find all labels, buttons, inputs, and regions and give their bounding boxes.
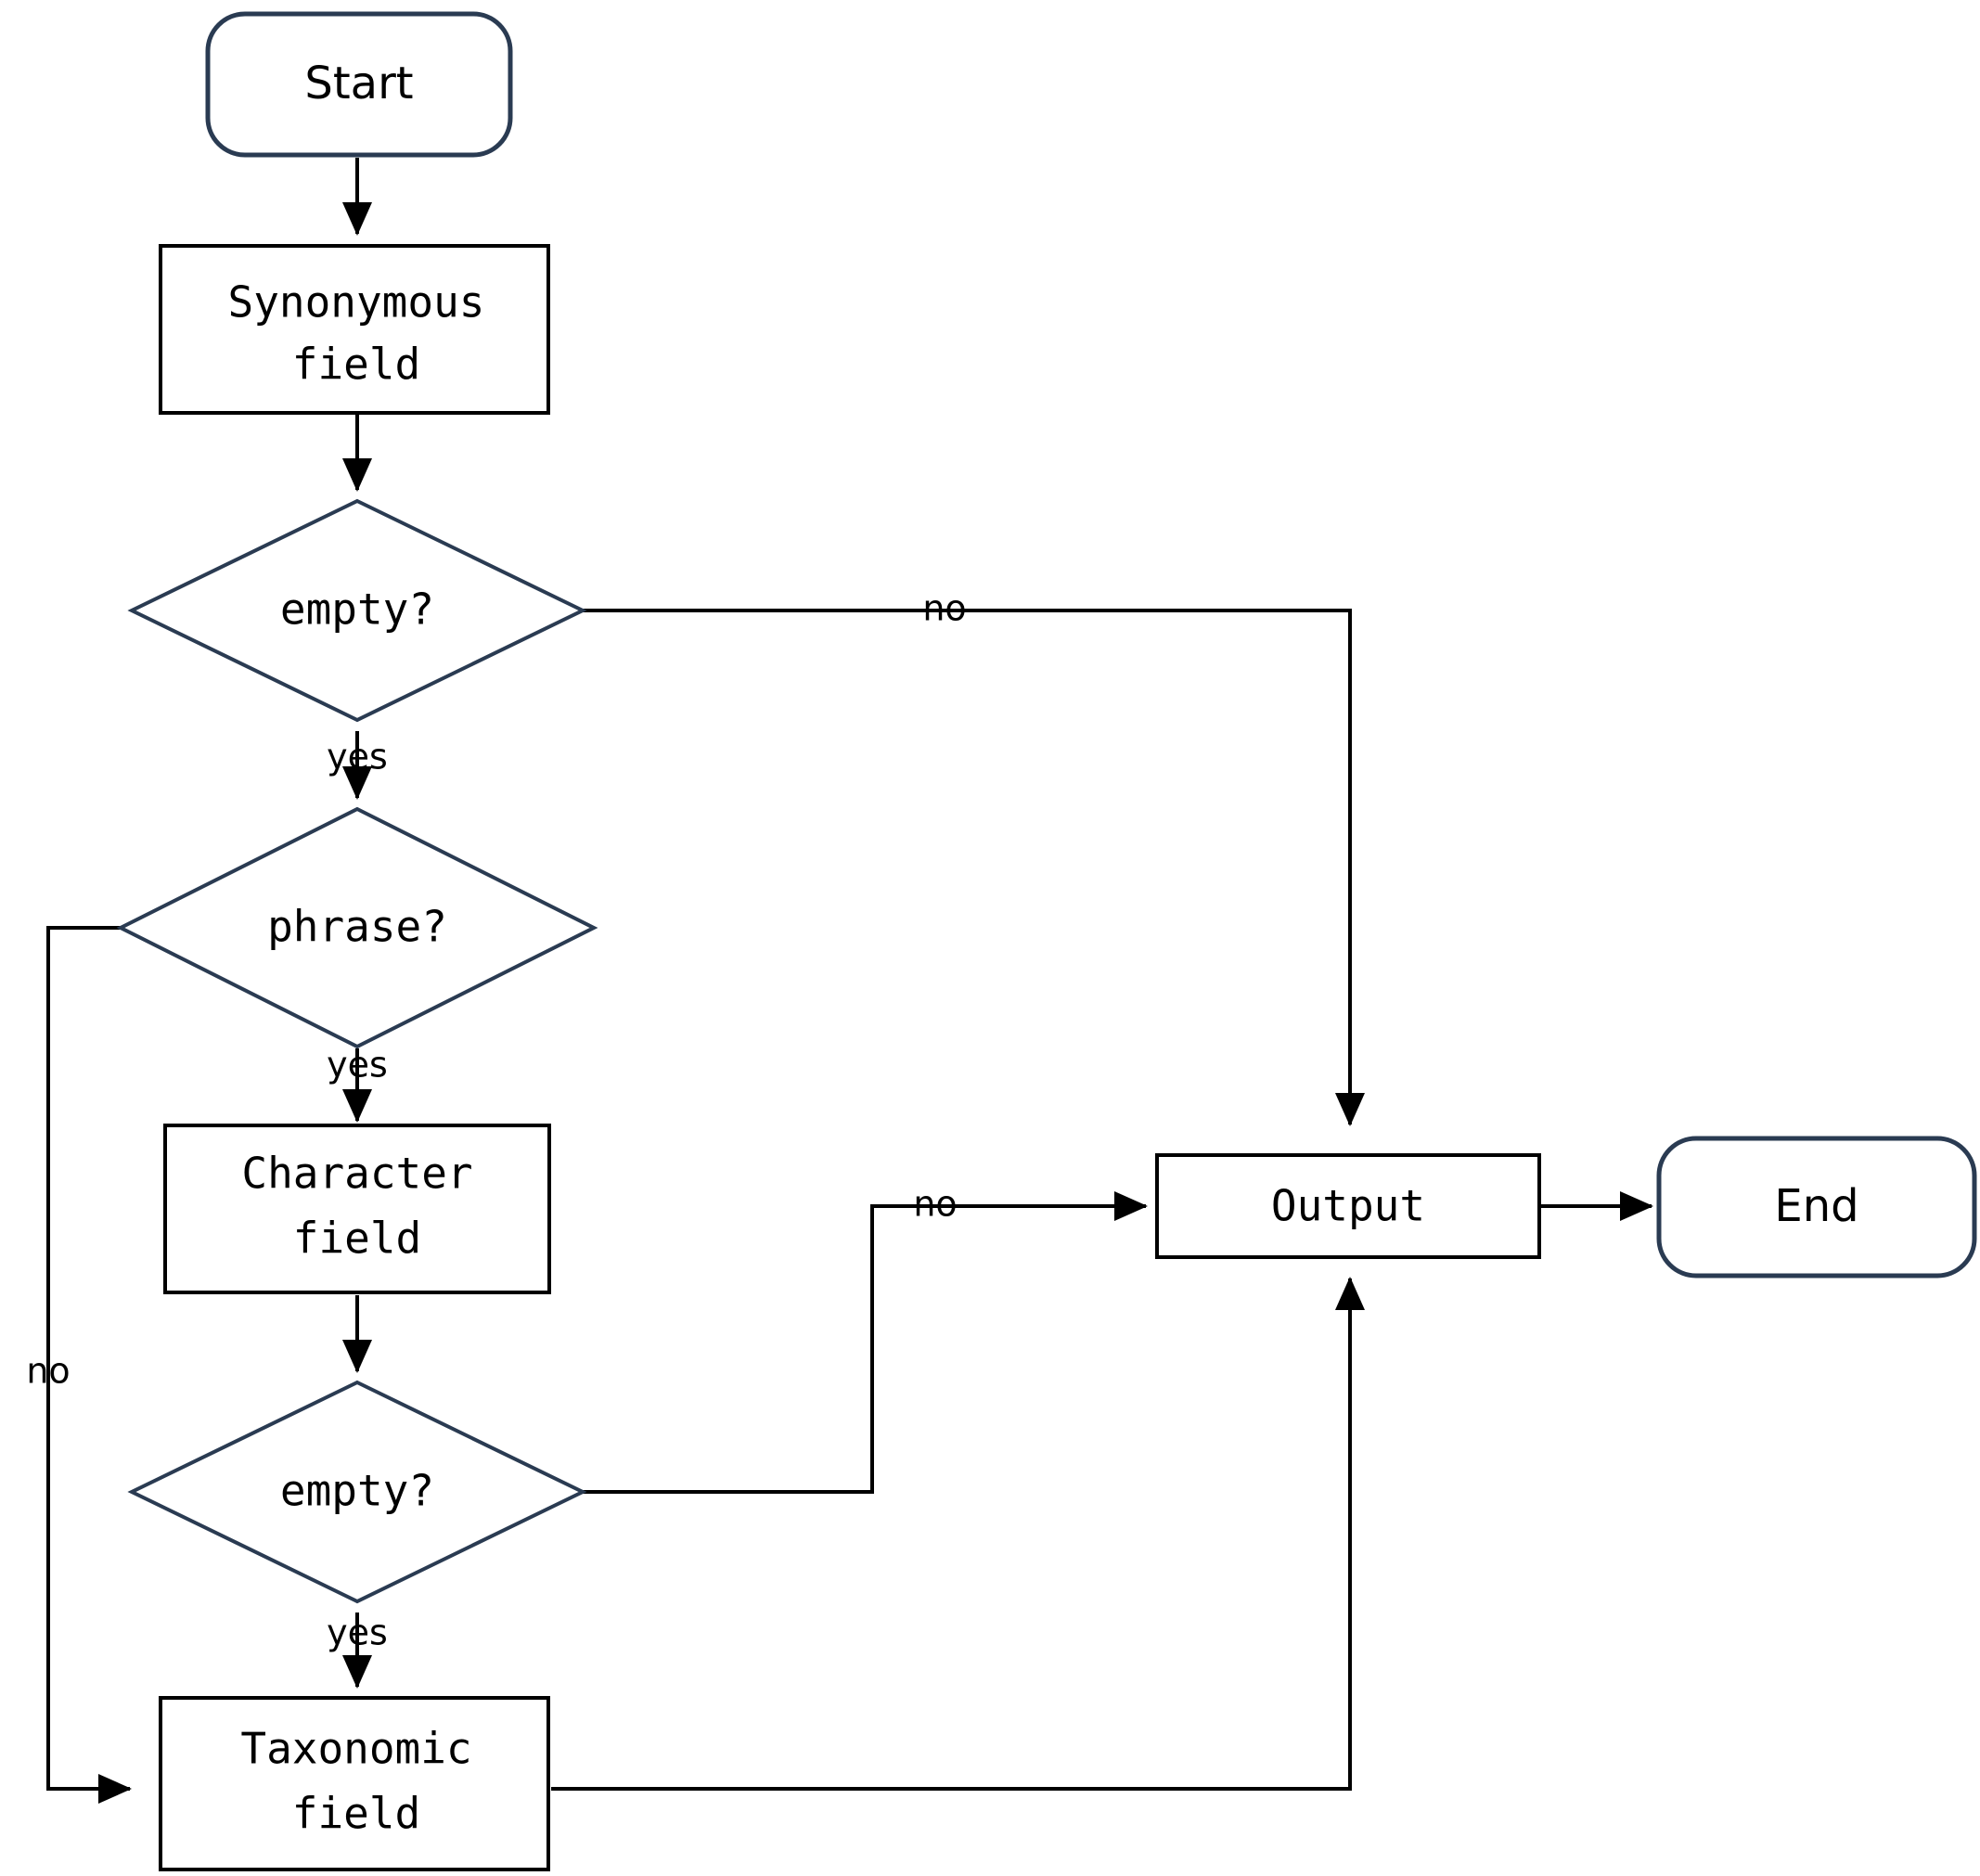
- empty-check-2-shape[interactable]: [127, 1380, 587, 1604]
- start-label: Start: [304, 58, 413, 109]
- synonymous-field-shape[interactable]: [159, 244, 550, 415]
- edge-empty-check-2-yes-to-taxonomic-field: yes: [327, 1613, 388, 1689]
- edge-phrase-check-no-to-taxonomic-field: no: [26, 926, 132, 1804]
- phrase-check-shape[interactable]: [116, 806, 598, 1049]
- node-start[interactable]: Start: [205, 11, 513, 158]
- character-field-label-line2: field: [293, 1214, 421, 1264]
- node-synonymous-field[interactable]: Synonymous field: [159, 244, 550, 415]
- character-field-label-line1: Character: [241, 1149, 472, 1199]
- node-character-field[interactable]: Character field: [163, 1124, 551, 1294]
- node-empty-check-2[interactable]: empty?: [127, 1380, 587, 1604]
- edge-taxonomic-field-to-output: [551, 1277, 1365, 1791]
- synonymous-field-label-line1: Synonymous: [228, 277, 485, 328]
- edge-phrase-check-yes-to-character-field: yes: [327, 1045, 388, 1123]
- phrase-check-label: phrase?: [267, 902, 447, 952]
- taxonomic-field-shape[interactable]: [159, 1696, 550, 1871]
- output-label: Output: [1271, 1181, 1425, 1231]
- edge-label-empty2-no: no: [913, 1184, 957, 1225]
- start-shape[interactable]: [205, 11, 513, 158]
- taxonomic-field-label-line1: Taxonomic: [240, 1724, 471, 1774]
- end-label: End: [1774, 1180, 1858, 1232]
- node-phrase-check[interactable]: phrase?: [116, 806, 598, 1049]
- node-end[interactable]: End: [1656, 1136, 1977, 1279]
- edge-label-phrase-yes: yes: [327, 1045, 388, 1086]
- taxonomic-field-label-line2: field: [292, 1789, 420, 1839]
- synonymous-field-label-line2: field: [292, 340, 420, 390]
- character-field-shape[interactable]: [163, 1124, 551, 1294]
- empty-check-1-label: empty?: [280, 585, 434, 635]
- node-output[interactable]: Output: [1155, 1153, 1541, 1259]
- edge-label-empty2-yes: yes: [327, 1613, 388, 1653]
- edge-label-empty1-yes: yes: [327, 737, 388, 777]
- node-empty-check-1[interactable]: empty?: [127, 498, 587, 723]
- output-shape[interactable]: [1155, 1153, 1541, 1259]
- edge-empty-check-1-yes-to-phrase-check: yes: [327, 731, 388, 800]
- end-shape[interactable]: [1656, 1136, 1977, 1279]
- edge-label-phrase-no: no: [26, 1351, 70, 1392]
- edge-empty-check-1-no-to-output: no: [583, 588, 1365, 1126]
- edge-label-empty1-no: no: [922, 588, 966, 629]
- empty-check-2-label: empty?: [280, 1466, 434, 1516]
- node-taxonomic-field[interactable]: Taxonomic field: [159, 1696, 550, 1871]
- edge-empty-check-2-no-to-output: no: [583, 1184, 1148, 1494]
- empty-check-1-shape[interactable]: [127, 498, 587, 723]
